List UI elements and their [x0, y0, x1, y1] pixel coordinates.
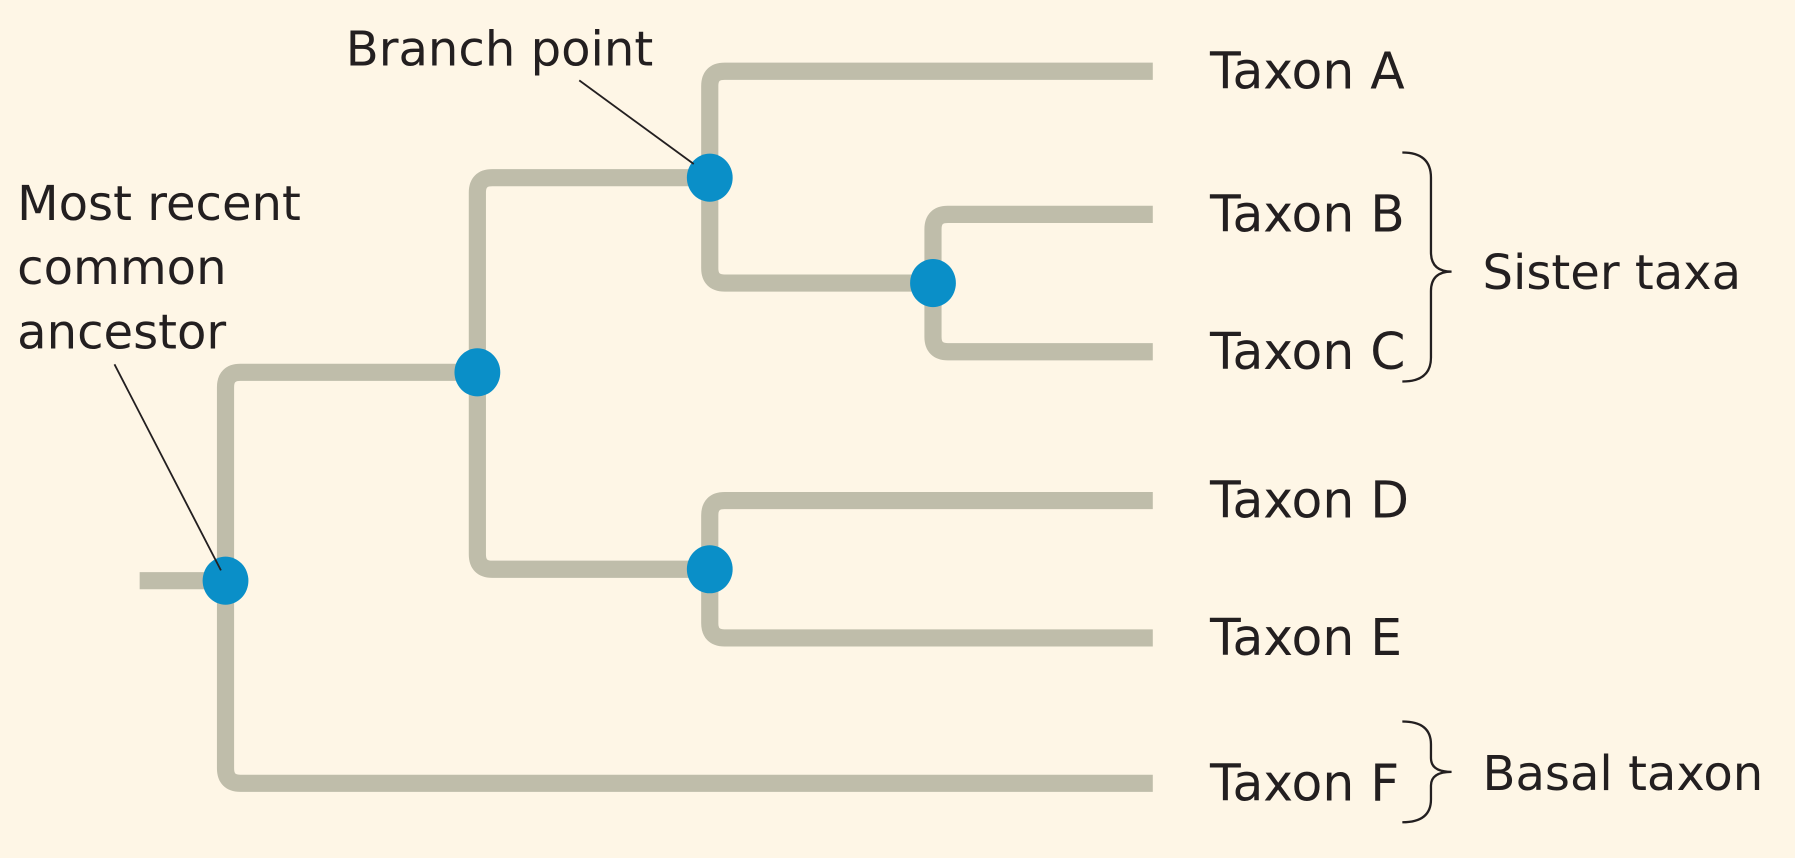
mrca-leader [113, 363, 222, 571]
sister-taxa-label: Sister taxa [1482, 245, 1741, 301]
node-inner-1 [454, 348, 501, 397]
mrca-label-line2: common [17, 240, 226, 296]
mrca-label-line1: Most recent [17, 176, 301, 232]
node-branch-point [686, 153, 733, 202]
taxon-c-label: Taxon C [1209, 322, 1405, 381]
branch-point-leader [578, 79, 695, 165]
taxon-f-label: Taxon F [1209, 753, 1399, 812]
node-bc [910, 259, 956, 308]
basal-taxon-label: Basal taxon [1482, 746, 1763, 802]
node-root [202, 556, 249, 605]
mrca-label-line3: ancestor [17, 304, 226, 360]
taxon-d-label: Taxon D [1209, 471, 1409, 530]
branch-point-label: Branch point [346, 22, 653, 78]
taxon-a-label: Taxon A [1209, 41, 1405, 100]
taxon-b-label: Taxon B [1209, 185, 1405, 244]
basal-taxon-brace [1402, 720, 1452, 824]
taxon-e-label: Taxon E [1209, 608, 1402, 667]
node-de [686, 545, 733, 594]
sister-taxa-brace [1402, 151, 1452, 383]
